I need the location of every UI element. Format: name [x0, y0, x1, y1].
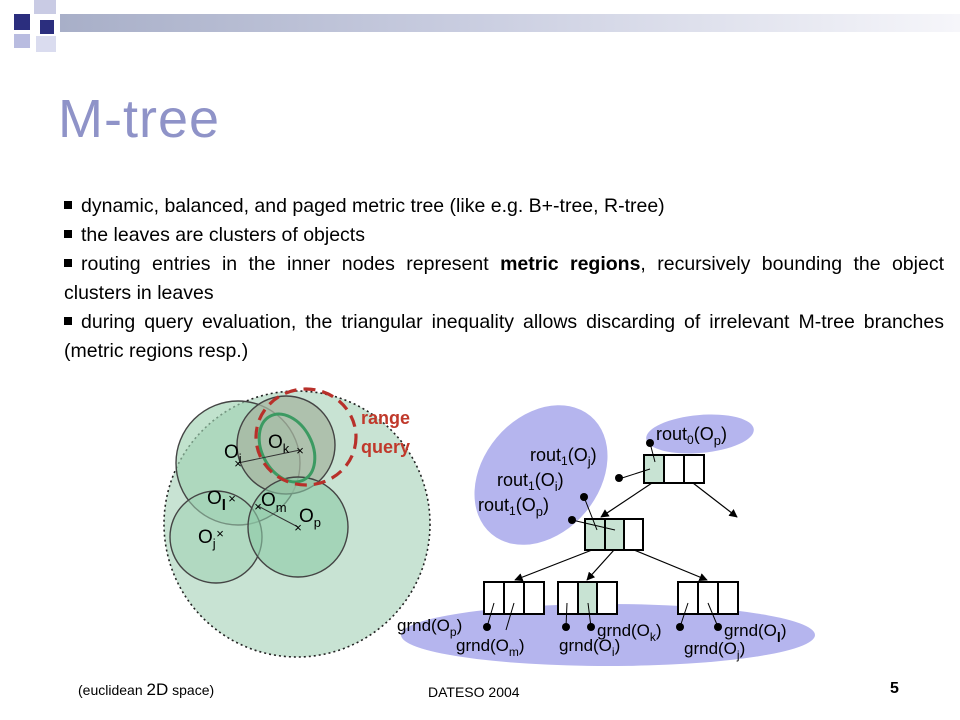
header-gradient-bar	[60, 14, 960, 32]
leaf-node-cell	[697, 581, 719, 615]
corner-square-navy-1	[14, 14, 30, 30]
footer-conference: DATESO 2004	[428, 684, 520, 700]
corner-square-light-3	[36, 36, 56, 52]
root-node-cell	[683, 454, 705, 484]
range-query-ellipse	[254, 387, 358, 487]
bullet-text: routing entries in the inner nodes repre…	[81, 253, 501, 275]
label-oj: Oj	[198, 527, 216, 551]
connector-line	[565, 602, 568, 628]
leaf-node-cell	[557, 581, 579, 615]
leaf-node-cell	[523, 581, 545, 615]
pointer-arrow	[633, 549, 708, 582]
label-grnd-op: grnd(Op)	[397, 616, 462, 639]
label-ok: Ok	[268, 432, 290, 456]
bullet-text: dynamic, balanced, and paged metric tree…	[81, 195, 665, 217]
connector-line	[486, 602, 495, 628]
connector-line	[679, 602, 689, 628]
connector-line	[587, 602, 592, 628]
inner-node-cell	[604, 518, 625, 551]
object-mark-ol: ×	[228, 491, 236, 506]
inner-node-cell	[623, 518, 644, 551]
entry-dot	[615, 474, 623, 482]
connector-line	[649, 442, 656, 463]
label-oi: Oi	[224, 442, 242, 466]
label-grnd-ok: grnd(Ok)	[597, 621, 662, 644]
leaf-node-cell	[596, 581, 618, 615]
bullet-item: during query evaluation, the triangular …	[64, 308, 944, 366]
corner-square-navy-2	[40, 20, 54, 34]
query-ball-green	[257, 412, 317, 484]
object-mark-oj: ×	[216, 526, 224, 541]
label-om: Om	[261, 490, 287, 515]
balloon-grnd	[401, 604, 815, 666]
bullet-bold-text: metric regions	[500, 253, 641, 275]
bullet-marker	[64, 201, 72, 209]
pointer-arrow	[514, 549, 593, 582]
caption-post: space)	[168, 682, 215, 698]
leaf-node-cell	[717, 581, 739, 615]
label-ol: Ol	[207, 488, 226, 514]
radius-line	[237, 449, 301, 464]
balloon-rout1	[474, 405, 608, 545]
object-mark-ok: ×	[296, 443, 304, 458]
pointer-arrow	[600, 482, 653, 518]
bullet-item: routing entries in the inner nodes repre…	[64, 250, 944, 308]
range-query-label-line2: query	[361, 437, 410, 457]
object-mark-op: ×	[294, 520, 302, 535]
label-rout1-oj: rout1(Oj)	[530, 445, 597, 469]
corner-square-light-1	[34, 0, 56, 14]
bullet-text: during query evaluation, the triangular …	[64, 311, 944, 362]
connector-line	[505, 602, 515, 631]
bullet-marker	[64, 259, 72, 267]
bullet-list: dynamic, balanced, and paged metric tree…	[64, 192, 944, 366]
label-op: Op	[299, 506, 321, 530]
label-rout1-oi: rout1(Oi)	[497, 470, 564, 494]
leaf-node-cell	[483, 581, 505, 615]
radius-line	[257, 505, 299, 528]
page-number: 5	[890, 680, 899, 697]
label-grnd-oj: grnd(Oj)	[684, 639, 745, 662]
label-grnd-ol: grnd(Ol)	[724, 621, 786, 645]
caption-2d: 2D	[146, 680, 169, 699]
object-mark-om: ×	[254, 499, 262, 514]
object-mark-oi: ×	[234, 456, 242, 471]
corner-square-light-2	[14, 34, 30, 48]
pointer-arrow	[586, 549, 615, 581]
balloon-rout0	[646, 414, 754, 454]
leaf-node-cell	[577, 581, 598, 615]
connector-line	[571, 519, 616, 531]
root-node-cell	[663, 454, 685, 484]
pointer-arrow	[692, 482, 738, 518]
range-query-label-line1: range	[361, 408, 410, 428]
bullet-text-continued: , recursively bounding the object cluste…	[64, 253, 944, 304]
slide-title: M-tree	[58, 89, 221, 149]
label-grnd-om: grnd(Om)	[456, 636, 525, 659]
bullet-marker	[64, 230, 72, 238]
bullet-marker	[64, 317, 72, 325]
label-rout1-op: rout1(Op)	[478, 495, 549, 519]
label-rout0-op: rout0(Op)	[656, 424, 727, 448]
label-grnd-oi: grnd(Oi)	[559, 636, 620, 659]
connector-line	[621, 468, 651, 479]
caption-pre: (euclidean	[78, 682, 147, 698]
leaf-node-cell	[503, 581, 525, 615]
tree-figure: rout0(Op) rout1(Oj) rout1(Oi) rout1(Op) …	[397, 405, 815, 666]
connector-line	[707, 602, 719, 628]
bullet-text: the leaves are clusters of objects	[81, 224, 365, 246]
bullet-item: dynamic, balanced, and paged metric tree…	[64, 192, 944, 221]
leaf-node-cell	[677, 581, 699, 615]
connector-line	[583, 496, 598, 531]
figure-caption: (euclidean 2D space)	[78, 680, 214, 700]
metric-space-figure: × × × × × × Oi Ok Ol Om Op Oj range quer…	[163, 387, 431, 658]
bullet-item: the leaves are clusters of objects	[64, 221, 944, 250]
